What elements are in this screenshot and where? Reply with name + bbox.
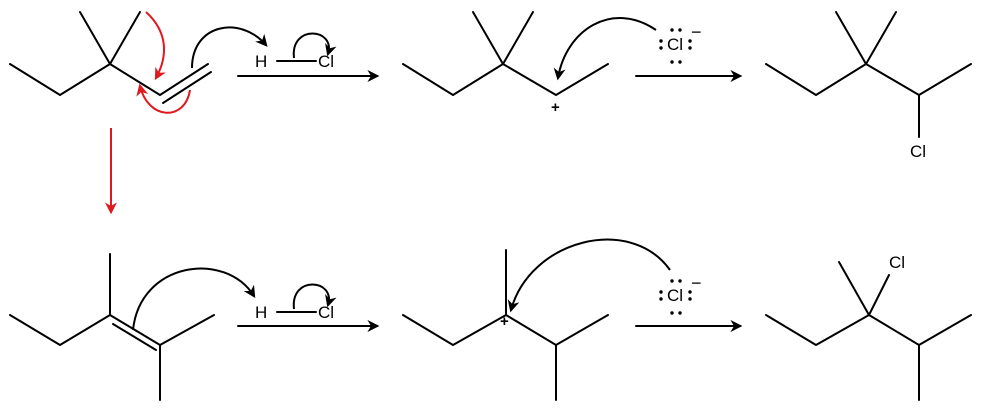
chloride-attack-arrow (553, 17, 657, 81)
alkene-structure (9, 11, 212, 104)
chloride-ion-top: Cl − (659, 22, 702, 64)
pi-to-h-arrow (132, 267, 256, 331)
tertiary-carbocation: + (402, 249, 609, 401)
cl-label: Cl (667, 286, 683, 305)
tertiary-chloride-product: Cl (765, 253, 972, 401)
secondary-chloride-product: Cl (765, 11, 972, 161)
cl-label: Cl (667, 35, 683, 54)
positive-charge: + (500, 313, 509, 330)
h-label: H (255, 52, 267, 71)
rearranged-alkene (9, 253, 215, 401)
negative-charge: − (691, 273, 702, 293)
cl-label: Cl (889, 253, 905, 272)
secondary-carbocation: + (402, 11, 609, 116)
methyl-shift-arrows (136, 11, 191, 114)
positive-charge: + (551, 99, 560, 116)
h-label: H (255, 303, 267, 322)
cl-label: Cl (910, 142, 926, 161)
cl-label: Cl (318, 52, 334, 71)
pi-to-h-arrow (191, 26, 268, 69)
chloride-ion-bottom: Cl − (659, 273, 702, 315)
chloride-attack-arrow (507, 238, 671, 313)
negative-charge: − (691, 22, 702, 42)
cl-label: Cl (318, 303, 334, 322)
hcl-reagent-top: H Cl (255, 32, 337, 71)
hcl-reagent-bottom: H Cl (255, 283, 337, 322)
